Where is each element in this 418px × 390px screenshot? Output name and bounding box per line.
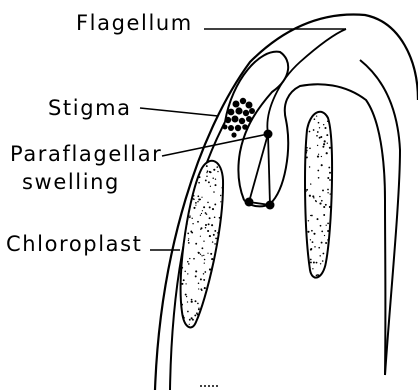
label-flagellum: Flagellum (76, 11, 193, 35)
chloroplast-right (305, 112, 332, 278)
cell-membrane-right (360, 60, 400, 375)
chloroplast-left (181, 161, 223, 328)
label-stigma: Stigma (48, 96, 132, 120)
basal-body-left (245, 198, 254, 207)
paraflagellar-swelling (264, 130, 273, 139)
label-paraflagellar: Paraflagellar (10, 142, 162, 166)
label-swelling: swelling (22, 170, 120, 194)
leader-stigma (140, 108, 218, 116)
label-chloroplast: Chloroplast (6, 232, 142, 256)
basal-body-right (266, 201, 275, 210)
stigma-eyespot (223, 98, 256, 138)
flagellum (267, 29, 346, 134)
flagellar-roots (249, 134, 270, 205)
